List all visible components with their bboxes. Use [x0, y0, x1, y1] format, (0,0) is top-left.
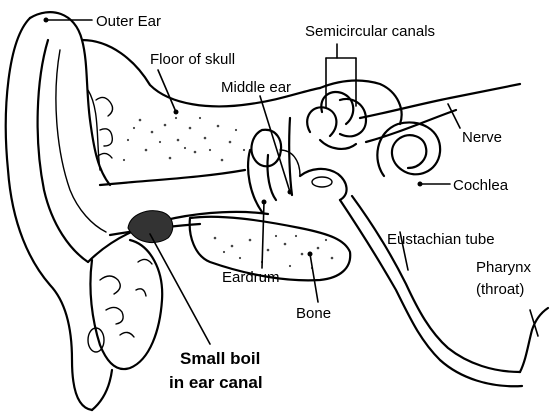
label-semicircular-canals: Semicircular canals — [305, 23, 435, 40]
bone-texture-lower — [213, 234, 334, 270]
ear-canal-lower — [86, 210, 352, 371]
label-outer-ear: Outer Ear — [96, 13, 161, 30]
pinna — [4, 11, 114, 412]
label-eardrum: Eardrum — [222, 269, 280, 286]
label-throat: (throat) — [476, 281, 524, 298]
floor-of-skull — [80, 38, 322, 187]
label-cochlea: Cochlea — [453, 177, 509, 194]
middle-ear — [247, 116, 301, 214]
label-bone: Bone — [296, 305, 331, 322]
inner-ear — [298, 79, 522, 202]
bone-texture-upper — [122, 116, 246, 162]
labels: Outer Ear Semicircular canals Floor of s… — [96, 13, 532, 392]
label-eustachian-tube: Eustachian tube — [387, 231, 495, 248]
label-pharynx: Pharynx — [476, 259, 532, 276]
label-nerve: Nerve — [462, 129, 502, 146]
eustachian-tube — [338, 194, 550, 388]
label-in-ear-canal: in ear canal — [169, 373, 263, 392]
pointers — [43, 17, 539, 345]
boil — [127, 210, 174, 244]
label-floor-of-skull: Floor of skull — [150, 51, 235, 68]
label-small-boil: Small boil — [180, 349, 260, 368]
label-middle-ear: Middle ear — [221, 79, 291, 96]
